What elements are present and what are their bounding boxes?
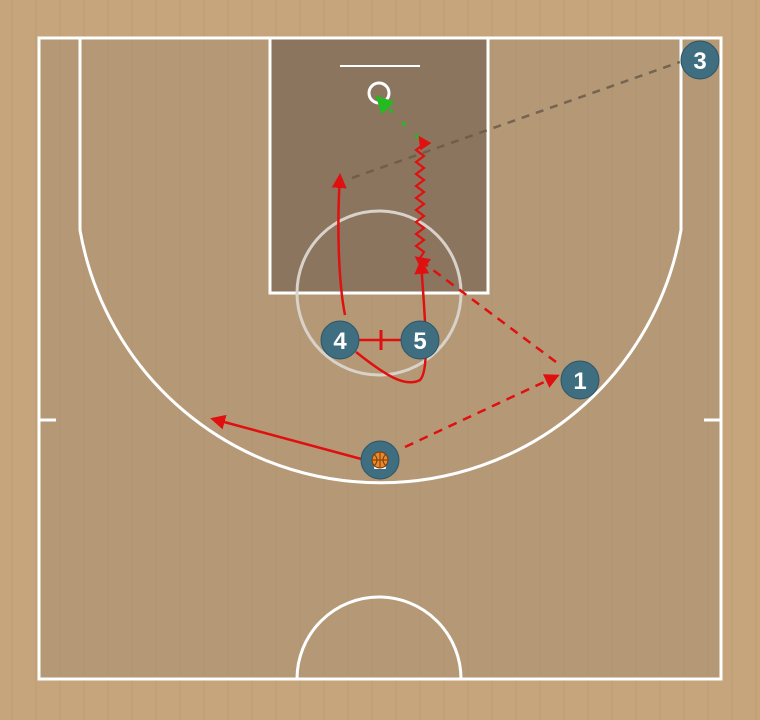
free-throw-circle [295, 209, 463, 377]
three-point-line [78, 38, 683, 485]
action-p2-cut [210, 414, 366, 462]
action-p4-cut [331, 173, 347, 316]
player-4[interactable]: 4 [320, 320, 360, 360]
player-1[interactable]: 1 [560, 360, 600, 400]
action-p5-roll [355, 259, 430, 384]
player-3[interactable]: 3 [680, 40, 720, 80]
lane-lines [268, 36, 490, 295]
player-1-label: 1 [573, 368, 586, 395]
action-pass-p2-p1 [404, 374, 560, 449]
player-5[interactable]: 5 [400, 320, 440, 360]
action-p5-dribble [414, 135, 432, 259]
player-3-label: 3 [693, 48, 706, 75]
paint-area [270, 38, 488, 293]
player-4-label: 4 [333, 328, 347, 355]
center-circle [295, 595, 463, 680]
action-p3-line [351, 60, 681, 180]
action-pass-p1-p5 [414, 256, 557, 364]
player-5-label: 5 [413, 328, 426, 355]
player-2[interactable]: 2 [360, 440, 400, 480]
court-lines [37, 36, 723, 681]
basketball-icon [371, 451, 389, 469]
